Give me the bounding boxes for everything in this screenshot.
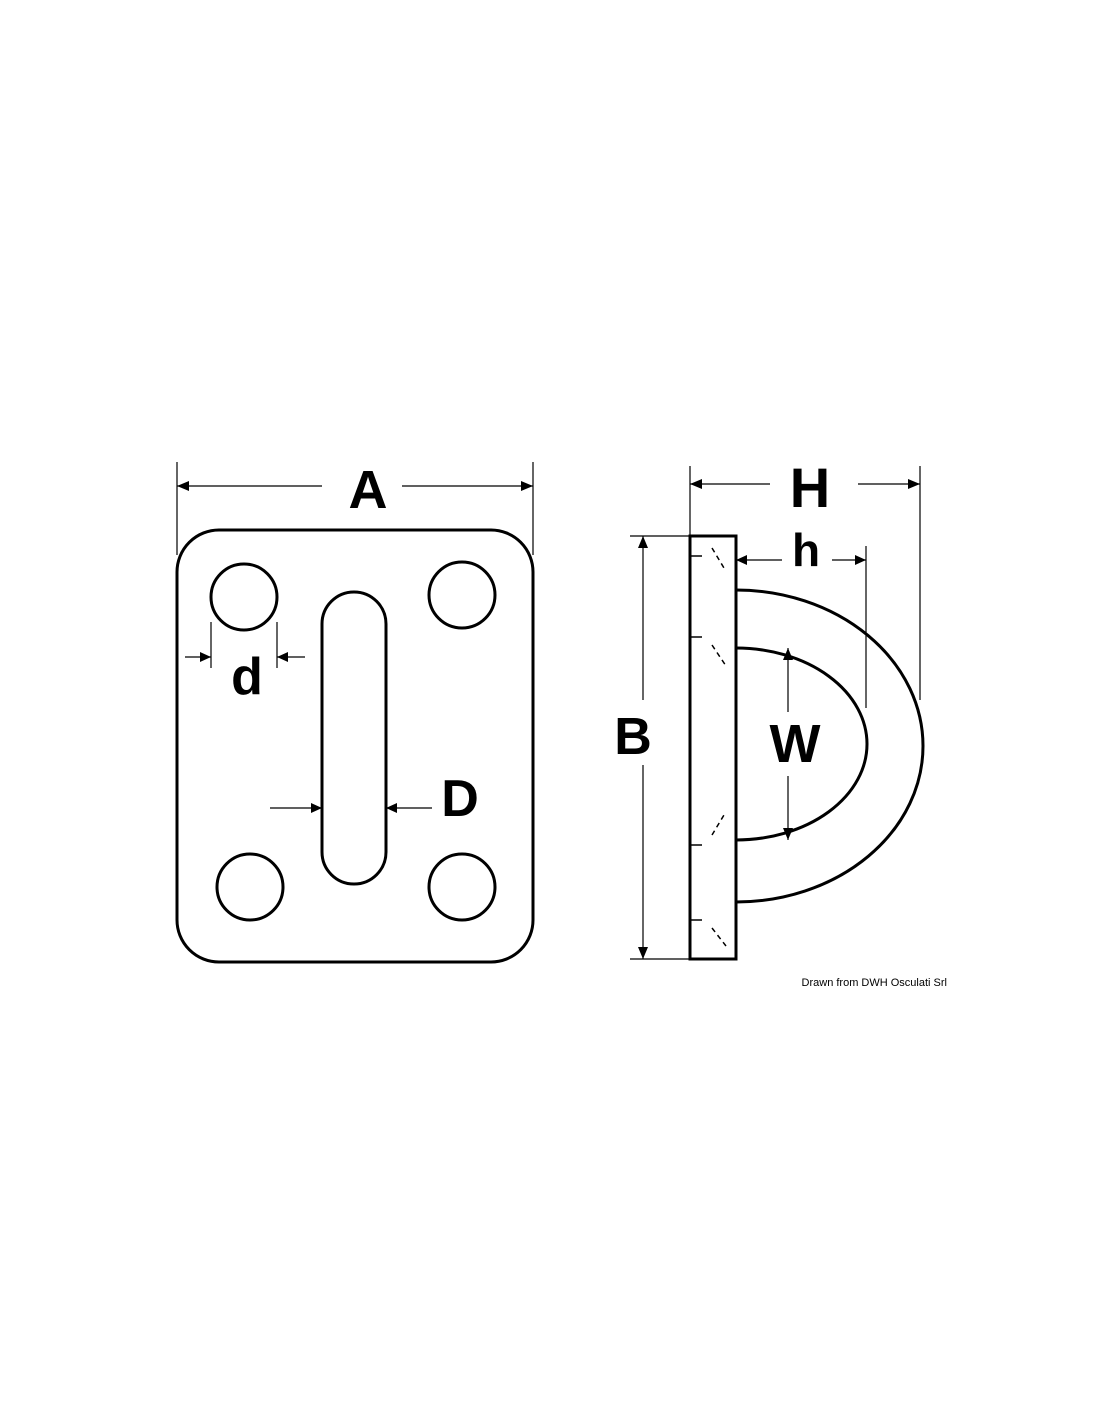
loop-inner [735, 646, 869, 842]
dimension-d: d [185, 622, 305, 706]
dimension-D: D [270, 770, 479, 828]
credit-text: Drawn from DWH Osculati Srl [802, 977, 947, 989]
label-H: H [790, 456, 830, 519]
dimension-h: h [736, 524, 867, 708]
label-d: d [231, 648, 263, 706]
label-h: h [792, 524, 820, 576]
dimension-A: A [176, 460, 534, 555]
center-slot [320, 590, 388, 886]
side-view: B H h W [614, 456, 925, 961]
dimension-W: W [770, 648, 821, 840]
hole-bottom-right [427, 852, 497, 922]
hole-bottom-left [215, 852, 285, 922]
hole-top-left [209, 562, 279, 632]
label-W: W [770, 714, 821, 774]
plate-side-outline [688, 534, 738, 961]
dimension-B: B [614, 535, 690, 960]
front-view: A d D [175, 460, 535, 964]
label-A: A [349, 460, 388, 520]
loop-outer [735, 588, 925, 904]
dimension-H: H [689, 456, 921, 700]
plate-outline [175, 528, 535, 964]
hole-top-right [427, 560, 497, 630]
label-D: D [441, 770, 479, 828]
hidden-lines [690, 547, 727, 947]
label-B: B [614, 708, 652, 766]
